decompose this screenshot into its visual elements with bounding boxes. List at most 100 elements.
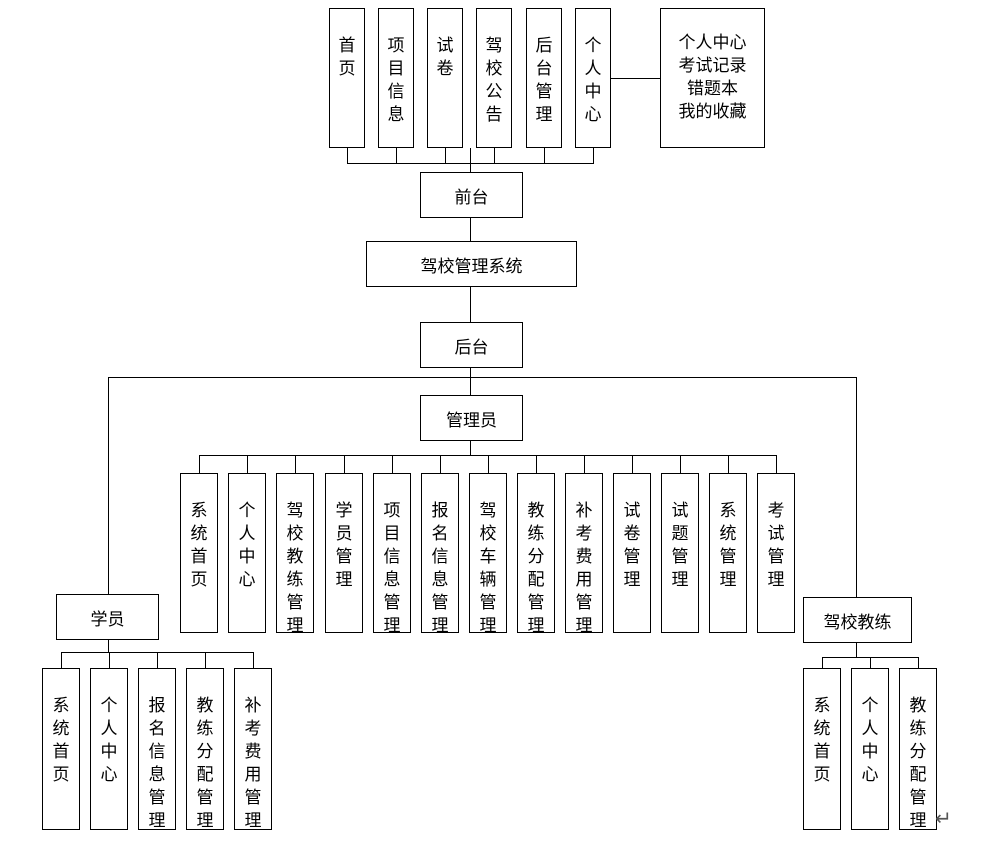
personal-center-detail-list: 个人中心 考试记录 错题本 我的收藏 — [661, 9, 764, 147]
connector-line — [856, 377, 857, 597]
connector-line — [470, 148, 471, 172]
admin-node: 管理员 — [420, 395, 523, 441]
student-node: 学员 — [56, 594, 159, 640]
backend-node: 后台 — [420, 322, 523, 368]
frontend-item-label: 试卷 — [436, 36, 454, 79]
branch-line — [776, 455, 777, 473]
student-item-label: 教练分配管理 — [196, 696, 214, 831]
admin-item-box: 个人中心 — [228, 473, 266, 633]
coach-node: 驾校教练 — [803, 597, 912, 643]
admin-item-box: 项目信息管理 — [373, 473, 411, 636]
admin-item-label: 教练分配管理 — [527, 501, 545, 636]
admin-label: 管理员 — [446, 410, 497, 431]
admin-item-label: 试题管理 — [671, 501, 689, 590]
admin-item-label: 补考费用管理 — [575, 501, 593, 636]
connector-line — [470, 368, 471, 395]
admin-item-label: 考试管理 — [767, 501, 785, 590]
admin-item-box: 报名信息管理 — [421, 473, 459, 636]
student-item-box: 报名信息管理 — [138, 668, 176, 831]
connector-line — [108, 377, 109, 594]
branch-line — [536, 455, 537, 473]
admin-item-box: 驾校教练管理 — [276, 473, 314, 636]
frontend-item-label: 项目信息 — [387, 36, 405, 125]
branch-line — [584, 455, 585, 473]
backend-label: 后台 — [454, 337, 489, 358]
student-item-box: 教练分配管理 — [186, 668, 224, 831]
branch-line — [109, 652, 110, 668]
branch-line — [918, 657, 919, 668]
connector-line — [470, 287, 471, 322]
admin-item-label: 系统管理 — [719, 501, 737, 590]
admin-item-box: 系统管理 — [709, 473, 747, 633]
system-node: 驾校管理系统 — [366, 241, 577, 287]
frontend-item-box: 个人中心 — [575, 8, 611, 148]
branch-line — [632, 455, 633, 473]
student-item-label: 补考费用管理 — [244, 696, 262, 831]
admin-item-label: 项目信息管理 — [383, 501, 401, 636]
branch-line — [445, 148, 446, 163]
student-item-label: 系统首页 — [52, 696, 70, 785]
coach-item-box: 系统首页 — [803, 668, 841, 830]
student-label: 学员 — [90, 609, 125, 630]
branch-line — [392, 455, 393, 473]
branch-line — [680, 455, 681, 473]
backend-branch-line — [108, 377, 856, 378]
connector-line — [856, 643, 857, 657]
admin-item-box: 驾校车辆管理 — [469, 473, 507, 636]
branch-line — [488, 455, 489, 473]
branch-line — [870, 657, 871, 668]
frontend-label: 前台 — [454, 187, 489, 208]
branch-line — [295, 455, 296, 473]
branch-line — [157, 652, 158, 668]
admin-item-label: 试卷管理 — [623, 501, 641, 590]
student-item-label: 个人中心 — [100, 696, 118, 785]
admin-item-label: 学员管理 — [335, 501, 353, 590]
branch-line — [253, 652, 254, 668]
frontend-item-box: 首页 — [329, 8, 365, 148]
admin-item-box: 补考费用管理 — [565, 473, 603, 636]
frontend-item-label: 后台管理 — [535, 36, 553, 125]
admin-item-box: 系统首页 — [180, 473, 218, 633]
admin-item-label: 报名信息管理 — [431, 501, 449, 636]
frontend-item-box: 后台管理 — [526, 8, 562, 148]
branch-line — [344, 455, 345, 473]
branch-line — [822, 657, 823, 668]
student-item-box: 补考费用管理 — [234, 668, 272, 831]
coach-item-label: 个人中心 — [861, 696, 879, 785]
frontend-item-box: 试卷 — [427, 8, 463, 148]
branch-line — [728, 455, 729, 473]
detail-item: 考试记录 — [678, 56, 747, 76]
connector-line — [470, 441, 471, 455]
coach-item-box: 教练分配管理 — [899, 668, 937, 831]
connector-line — [470, 218, 471, 241]
coach-item-box: 个人中心 — [851, 668, 889, 830]
personal-center-link — [611, 78, 660, 79]
branch-line — [544, 148, 545, 163]
coach-item-label: 系统首页 — [813, 696, 831, 785]
frontend-item-box: 驾校公告 — [476, 8, 512, 148]
connector-line — [108, 640, 109, 652]
personal-center-detail-node: 个人中心 考试记录 错题本 我的收藏 — [660, 8, 765, 148]
frontend-node: 前台 — [420, 172, 523, 218]
admin-item-label: 系统首页 — [190, 501, 208, 590]
admin-item-label: 驾校车辆管理 — [479, 501, 497, 636]
detail-item: 错题本 — [687, 79, 738, 99]
admin-item-box: 试卷管理 — [613, 473, 651, 633]
system-label: 驾校管理系统 — [420, 256, 523, 277]
branch-line — [347, 148, 348, 163]
branch-line — [247, 455, 248, 473]
frontend-item-label: 首页 — [338, 36, 356, 79]
branch-line — [494, 148, 495, 163]
admin-item-box: 考试管理 — [757, 473, 795, 633]
branch-line — [61, 652, 62, 668]
admin-item-label: 驾校教练管理 — [286, 501, 304, 636]
detail-item: 个人中心 — [678, 33, 747, 53]
admin-item-box: 试题管理 — [661, 473, 699, 633]
branch-line — [199, 455, 200, 473]
bus-line — [347, 163, 594, 164]
frontend-item-label: 驾校公告 — [485, 36, 503, 125]
student-item-box: 个人中心 — [90, 668, 128, 830]
coach-label: 驾校教练 — [823, 612, 892, 633]
frontend-item-box: 项目信息 — [378, 8, 414, 148]
